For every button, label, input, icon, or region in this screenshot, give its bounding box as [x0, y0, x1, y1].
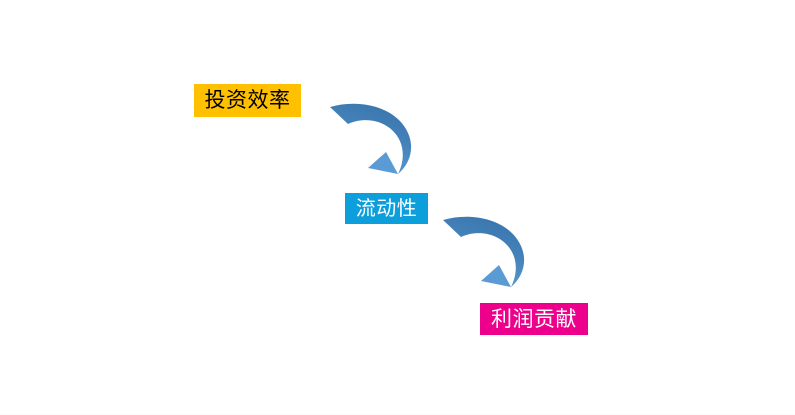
curved-down-left-arrow-icon: [328, 102, 420, 178]
step-box-liquidity[interactable]: 流动性: [345, 193, 428, 224]
step-label-profit-contribution: 利润贡献: [491, 307, 577, 331]
curved-down-left-arrow-icon: [441, 215, 533, 291]
step-label-liquidity: 流动性: [355, 197, 418, 220]
step-box-investment-efficiency[interactable]: 投资效率: [194, 84, 301, 117]
arrow-head: [368, 152, 398, 174]
step-label-investment-efficiency: 投资效率: [204, 89, 291, 112]
arrow-body: [330, 103, 412, 174]
arrow-body: [443, 216, 525, 287]
arrow-head: [481, 265, 511, 287]
step-box-profit-contribution[interactable]: 利润贡献: [480, 303, 588, 335]
